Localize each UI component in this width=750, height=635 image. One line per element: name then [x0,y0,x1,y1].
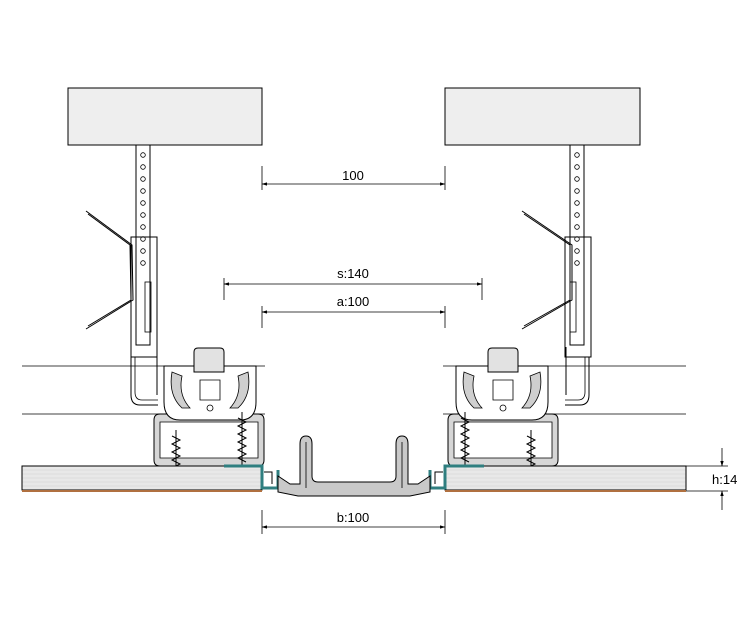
board-left [21,465,263,491]
dimension-h-label: h:14 [712,472,737,487]
channel-profile-right [447,347,559,467]
board-right [444,465,687,491]
dimension-top-gap-label: 100 [342,168,364,183]
joint-profile [277,435,431,497]
dimension-a: a:100 [261,294,446,328]
hanger-left [85,144,158,406]
dimension-b: b:100 [261,510,446,534]
dimension-h: h:14 [686,448,737,510]
dimension-top-gap: 100 [261,166,446,190]
dimension-s: s:140 [223,266,483,300]
hanger-right [521,144,592,406]
dimension-a-label: a:100 [337,294,370,309]
channel-profile-left [153,347,265,467]
concrete-slab-right [444,87,641,146]
dimension-s-label: s:140 [337,266,369,281]
dimension-b-label: b:100 [337,510,370,525]
concrete-slab-left [67,87,263,146]
